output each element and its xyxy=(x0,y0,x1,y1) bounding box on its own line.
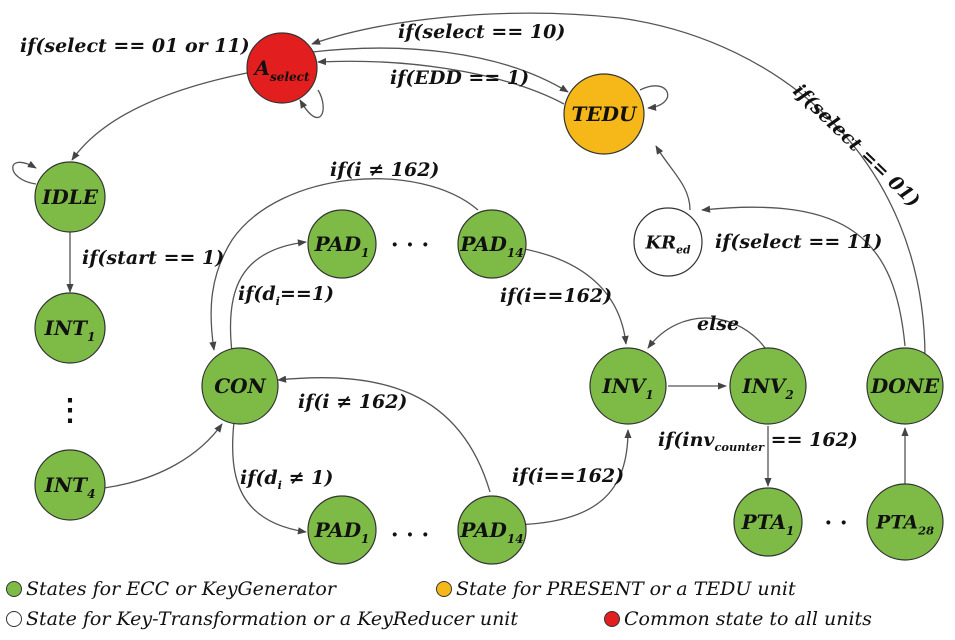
edge-idle-self xyxy=(12,160,37,185)
edge-aselect-tedu xyxy=(311,47,569,93)
label-else: else xyxy=(697,313,739,335)
state-pad14-bot-label: PAD14 xyxy=(459,518,523,546)
state-inv1-circle xyxy=(589,347,667,425)
edge-done-aselect xyxy=(311,12,926,359)
state-kred-label: KRed xyxy=(644,232,690,256)
state-inv1-label: INV1 xyxy=(601,374,654,402)
state-con: CON xyxy=(201,347,279,425)
edge-kred-tedu xyxy=(655,145,691,211)
state-con-label: CON xyxy=(214,374,266,398)
edge-tedu-self xyxy=(639,85,669,111)
state-pta28-circle xyxy=(866,483,944,561)
legend-item-common: Common state to all units xyxy=(604,606,872,632)
state-pad1-top-label: PAD1 xyxy=(314,232,370,260)
state-int1-circle xyxy=(34,292,106,364)
label-i-eq-162-top: if(i==162) xyxy=(500,285,612,307)
legend-dot-tedu xyxy=(436,581,452,597)
edge-pad14top-con xyxy=(209,178,479,351)
edge-tedu-aselect xyxy=(317,58,565,105)
state-pta1-label: PTA1 xyxy=(741,510,795,538)
state-pad1-bot-label: PAD1 xyxy=(314,518,370,546)
label-di-ne-1: if(di ≠ 1) xyxy=(240,467,333,492)
state-inv2-circle xyxy=(729,347,807,425)
state-idle-label: IDLE xyxy=(41,185,99,209)
edge-pad14bot-con xyxy=(277,375,491,493)
ellipsis-int: ⋮ xyxy=(55,393,85,428)
legend-item-ecc: States for ECC or KeyGenerator xyxy=(6,576,336,602)
label-select-11: if(select == 11) xyxy=(715,231,882,253)
state-pad1-bot: PAD1 xyxy=(307,495,377,565)
state-tedu-label: TEDU xyxy=(572,102,638,126)
legend-item-keyred: State for Key-Transformation or a KeyRed… xyxy=(6,606,518,632)
label-select-01: if(select == 01) xyxy=(789,80,925,212)
state-con-circle xyxy=(201,347,279,425)
legend-label-ecc: States for ECC or KeyGenerator xyxy=(26,578,336,600)
legend-label-tedu: State for PRESENT or a TEDU unit xyxy=(456,578,796,600)
state-pad1-top-circle xyxy=(307,209,377,279)
state-aselect-circle xyxy=(246,32,318,104)
edge-aselect-self xyxy=(299,89,324,119)
edge-inv2-inv1 xyxy=(647,317,769,353)
legend-label-common: Common state to all units xyxy=(624,608,872,630)
state-idle-circle xyxy=(34,161,106,233)
legend-label-keyred: State for Key-Transformation or a KeyRed… xyxy=(26,608,519,630)
state-pad14-bot: PAD14 xyxy=(457,495,527,565)
state-pta28: PTA28 xyxy=(866,483,944,561)
state-kred: KRed xyxy=(633,207,703,277)
label-inv-counter: if(invcounter == 162) xyxy=(658,429,858,454)
state-pad14-top: PAD14 xyxy=(457,209,527,279)
legend-dot-keyred xyxy=(6,611,22,627)
state-pta28-label: PTA28 xyxy=(875,512,934,538)
state-int1-label: INT1 xyxy=(44,316,96,344)
ellipsis-pad-top: · · · xyxy=(391,232,429,258)
state-aselect-label: Aselect xyxy=(253,56,310,84)
state-inv2: INV2 xyxy=(729,347,807,425)
legend-dot-ecc xyxy=(6,581,22,597)
state-int4-label: INT4 xyxy=(44,473,96,501)
state-done: DONE xyxy=(866,347,944,425)
label-i-ne-162-top: if(i ≠ 162) xyxy=(330,159,439,181)
state-done-label: DONE xyxy=(870,374,940,398)
edge-aselect-idle xyxy=(71,71,253,161)
edge-done-kred xyxy=(701,205,906,347)
label-start-1: if(start == 1) xyxy=(82,247,224,269)
state-aselect: Aselect xyxy=(246,32,318,104)
state-int4-circle xyxy=(34,449,106,521)
state-pad1-bot-circle xyxy=(307,495,377,565)
state-pta1: PTA1 xyxy=(733,487,803,557)
state-int1: INT1 xyxy=(34,292,106,364)
state-pad14-top-circle xyxy=(457,209,527,279)
label-edd-1: if(EDD == 1) xyxy=(390,67,529,89)
label-i-ne-162-bot: if(i ≠ 162) xyxy=(298,391,407,413)
label-i-eq-162-bot: if(i==162) xyxy=(512,465,624,487)
label-select-10: if(select == 10) xyxy=(398,21,565,43)
edge-pad14bot-inv1 xyxy=(505,429,632,526)
state-int4: INT4 xyxy=(34,449,106,521)
state-pad14-bot-circle xyxy=(457,495,527,565)
state-done-circle xyxy=(866,347,944,425)
edge-con-padbot xyxy=(231,421,307,535)
state-kred-circle xyxy=(633,207,703,277)
state-idle: IDLE xyxy=(34,161,106,233)
state-pta1-circle xyxy=(733,487,803,557)
state-tedu: TEDU xyxy=(563,73,645,155)
label-select-01-or-11: if(select == 01 or 11) xyxy=(20,35,250,57)
legend-item-tedu: State for PRESENT or a TEDU unit xyxy=(436,576,796,602)
ellipsis-pad-bot: · · · xyxy=(391,522,429,548)
legend-dot-common xyxy=(604,611,620,627)
edge-int4-con xyxy=(103,423,223,489)
state-inv2-label: INV2 xyxy=(741,374,794,402)
state-pad14-top-label: PAD14 xyxy=(459,232,523,260)
legend: States for ECC or KeyGenerator State for… xyxy=(0,572,955,638)
ellipsis-pta: · · xyxy=(825,510,848,536)
state-tedu-circle xyxy=(563,73,645,155)
label-di-eq-1: if(di==1) xyxy=(238,283,334,308)
edges xyxy=(12,12,926,535)
state-inv1: INV1 xyxy=(589,347,667,425)
edge-pad14top-inv1 xyxy=(504,245,629,345)
edge-con-pad1top xyxy=(229,239,307,353)
state-pad1-top: PAD1 xyxy=(307,209,377,279)
